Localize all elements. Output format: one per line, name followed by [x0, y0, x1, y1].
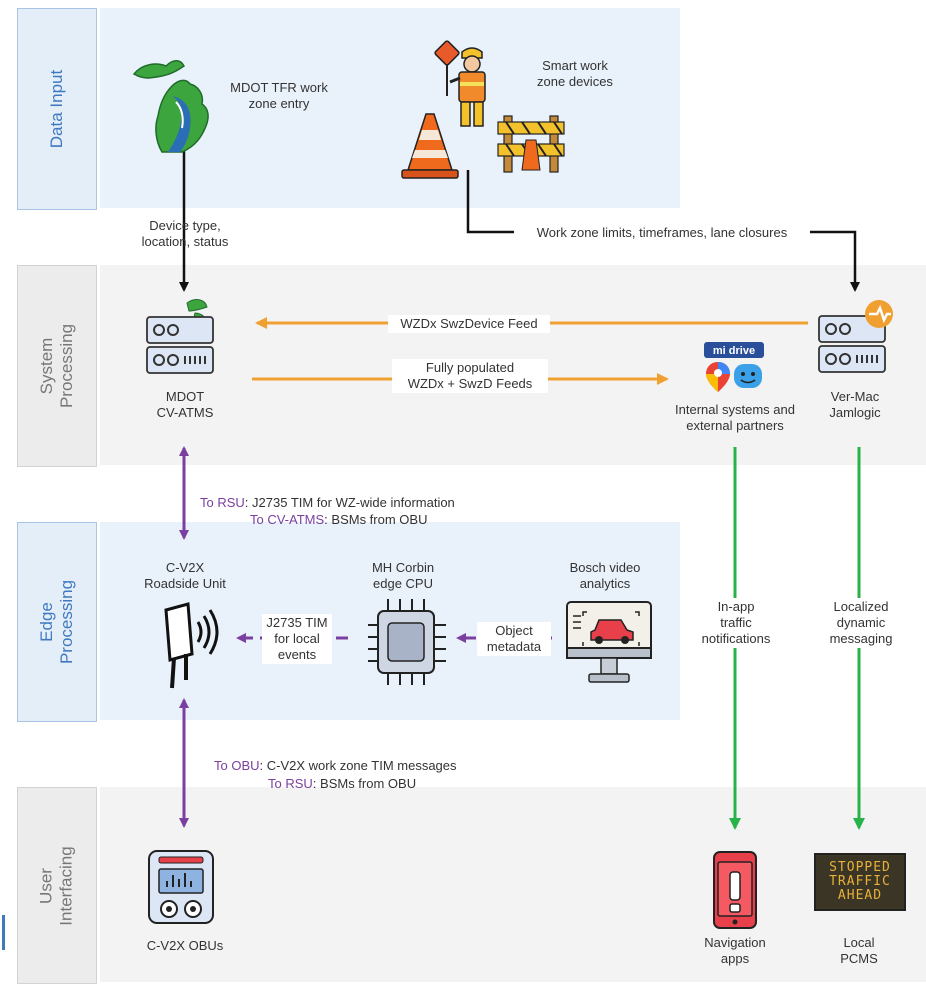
node-mh-corbin: MH Corbin edge CPU	[371, 560, 435, 591]
traffic-cone-icon	[401, 113, 459, 179]
edge-localized: Localized dynamic messaging	[812, 598, 910, 648]
pcms-line-2: TRAFFIC	[829, 874, 891, 889]
smartphone-alert-icon	[713, 851, 757, 929]
edge-device-type: Device type, location, status	[141, 218, 229, 249]
edge-j2735-local: J2735 TIM for local events	[262, 614, 332, 664]
node-rsu: C-V2X Roadside Unit	[144, 560, 226, 591]
pcms-sign-icon: STOPPED TRAFFIC AHEAD	[814, 853, 906, 911]
mdot-server-icon	[146, 299, 214, 374]
node-mdot-tfr: MDOT TFR work zone entry	[230, 80, 328, 111]
edge-cpu-icon	[368, 599, 446, 685]
edge-to-rsu-2-text: : BSMs from OBU	[312, 776, 417, 791]
user-interfacing-band	[100, 787, 926, 982]
edge-to-cvatms-prefix: To CV-ATMS	[250, 512, 325, 527]
lane-data-input: Data Input	[17, 8, 97, 210]
vermac-server-icon	[818, 300, 893, 373]
edge-to-obu: To OBU: C-V2X work zone TIM messages	[207, 742, 457, 774]
pcms-line-1: STOPPED	[829, 860, 891, 875]
left-edge-marker	[2, 915, 5, 950]
barricade-icon	[497, 115, 565, 173]
edge-fully-populated: Fully populated WZDx + SwzD Feeds	[392, 359, 548, 393]
edge-to-cvatms-text: : BSMs from OBU	[324, 512, 428, 527]
node-internal-systems: Internal systems and external partners	[675, 402, 795, 433]
mi-drive-app-icon: mi drive	[704, 342, 764, 392]
edge-to-rsu-1-text: : J2735 TIM for WZ-wide information	[244, 495, 455, 510]
edge-object-metadata: Object metadata	[477, 622, 551, 656]
edge-to-cvatms: To CV-ATMS: BSMs from OBU	[243, 496, 427, 528]
node-vermac: Ver-Mac Jamlogic	[829, 389, 881, 420]
lane-edge-processing: Edge Processing	[17, 522, 97, 722]
roadside-unit-icon	[164, 602, 219, 689]
video-analytics-monitor-icon	[566, 601, 652, 683]
node-local-pcms: Local PCMS	[840, 935, 878, 966]
lane-system-processing: System Processing	[17, 265, 97, 467]
edge-wzdx-swzdevice: WZDx SwzDevice Feed	[388, 315, 550, 333]
edge-inapp: In-app traffic notifications	[683, 598, 789, 648]
pcms-line-3: AHEAD	[837, 888, 883, 903]
construction-worker-icon	[434, 40, 486, 127]
edge-work-zone-limits: Work zone limits, timeframes, lane closu…	[514, 224, 810, 242]
mi-drive-label: mi drive	[713, 345, 755, 357]
node-obus: C-V2X OBUs	[146, 938, 224, 953]
edge-to-obu-text: : C-V2X work zone TIM messages	[259, 758, 457, 773]
node-nav-apps: Navigation apps	[704, 935, 766, 966]
node-smart-devices: Smart work zone devices	[537, 58, 613, 89]
edge-to-rsu-1: To RSU: J2735 TIM for WZ-wide informatio…	[193, 479, 455, 511]
edge-to-rsu-2-prefix: To RSU	[268, 776, 313, 791]
edge-to-obu-prefix: To OBU	[214, 758, 260, 773]
edge-to-rsu-2: To RSU: BSMs from OBU	[261, 760, 416, 792]
edge-to-rsu-1-prefix: To RSU	[200, 495, 245, 510]
node-bosch: Bosch video analytics	[569, 560, 641, 591]
michigan-map-icon	[132, 60, 209, 153]
node-mdot-cvatms: MDOT CV-ATMS	[156, 389, 214, 420]
onboard-unit-icon	[148, 850, 214, 924]
